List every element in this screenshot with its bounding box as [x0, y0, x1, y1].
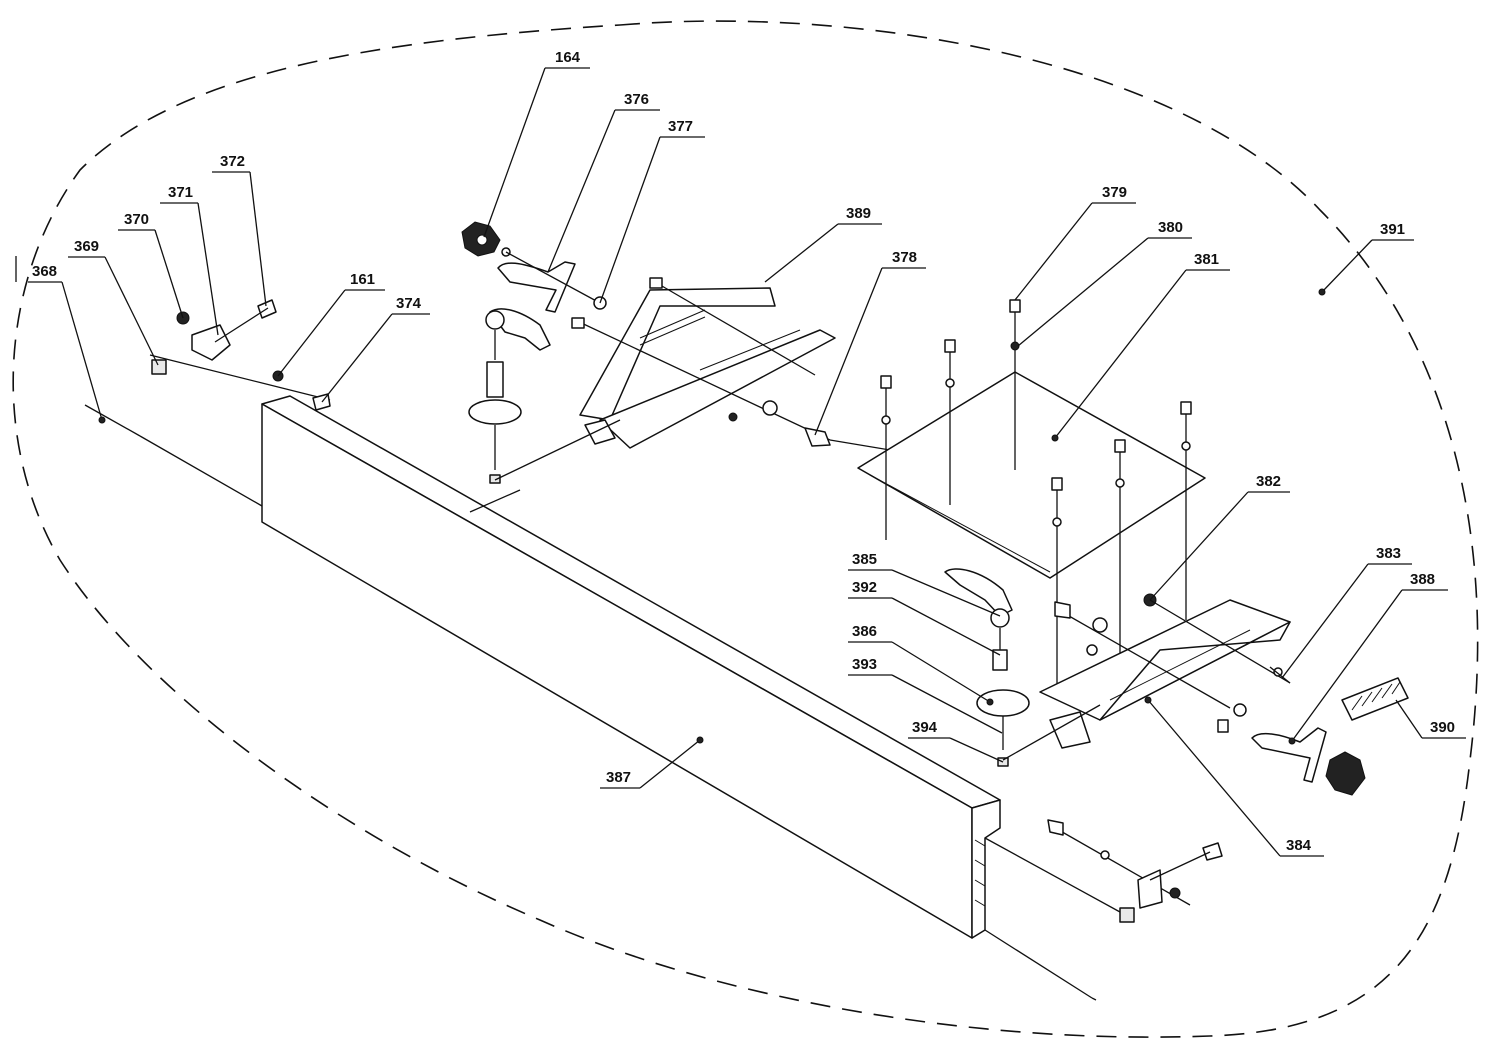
- callout-374: 374: [396, 295, 422, 312]
- fence-rod-pins: [84, 404, 1097, 1001]
- callout-161: 161: [350, 271, 375, 288]
- callout-391: 391: [1380, 221, 1405, 238]
- left-knob-tbar-assembly: [461, 221, 607, 313]
- callout-394: 394: [912, 719, 938, 736]
- insert-plate: [857, 299, 1206, 690]
- right-knob-tbar-assembly: [1251, 666, 1366, 796]
- callout-382: 382: [1256, 473, 1281, 490]
- callout-385: 385: [852, 551, 877, 568]
- callout-393: 393: [852, 656, 877, 673]
- left-bracket-plate: [579, 287, 836, 449]
- callout-379: 379: [1102, 184, 1127, 201]
- callout-372: 372: [220, 153, 245, 170]
- scale-label: [1341, 677, 1409, 721]
- callout-369: 369: [74, 238, 99, 255]
- callout-371: 371: [168, 184, 193, 201]
- callout-377: 377: [668, 118, 693, 135]
- callout-368: 368: [32, 263, 57, 280]
- callout-376: 376: [624, 91, 649, 108]
- callout-386: 386: [852, 623, 877, 640]
- callout-383: 383: [1376, 545, 1401, 562]
- fence-extrusion: [261, 395, 1001, 939]
- callout-389: 389: [846, 205, 871, 222]
- callout-388: 388: [1410, 571, 1435, 588]
- left-end-cap-group: [149, 299, 331, 411]
- callout-380: 380: [1158, 219, 1183, 236]
- right-clamp-lever-assembly: [944, 568, 1247, 767]
- callout-392: 392: [852, 579, 877, 596]
- callout-378: 378: [892, 249, 917, 266]
- callout-384: 384: [1286, 837, 1312, 854]
- callout-387: 387: [606, 769, 631, 786]
- right-bracket-plate: [1039, 593, 1291, 749]
- callout-381: 381: [1194, 251, 1219, 268]
- assembly-boundary: [12, 20, 1479, 1038]
- callouts: 164 376 377 372 371 370 369 368 161: [28, 49, 1466, 857]
- callout-390: 390: [1430, 719, 1455, 736]
- callout-370: 370: [124, 211, 149, 228]
- left-clamp-lever-assembly: [468, 308, 621, 513]
- left-plate-fasteners: [571, 277, 1011, 471]
- callout-164: 164: [555, 49, 581, 66]
- right-end-cap-group: [984, 819, 1223, 923]
